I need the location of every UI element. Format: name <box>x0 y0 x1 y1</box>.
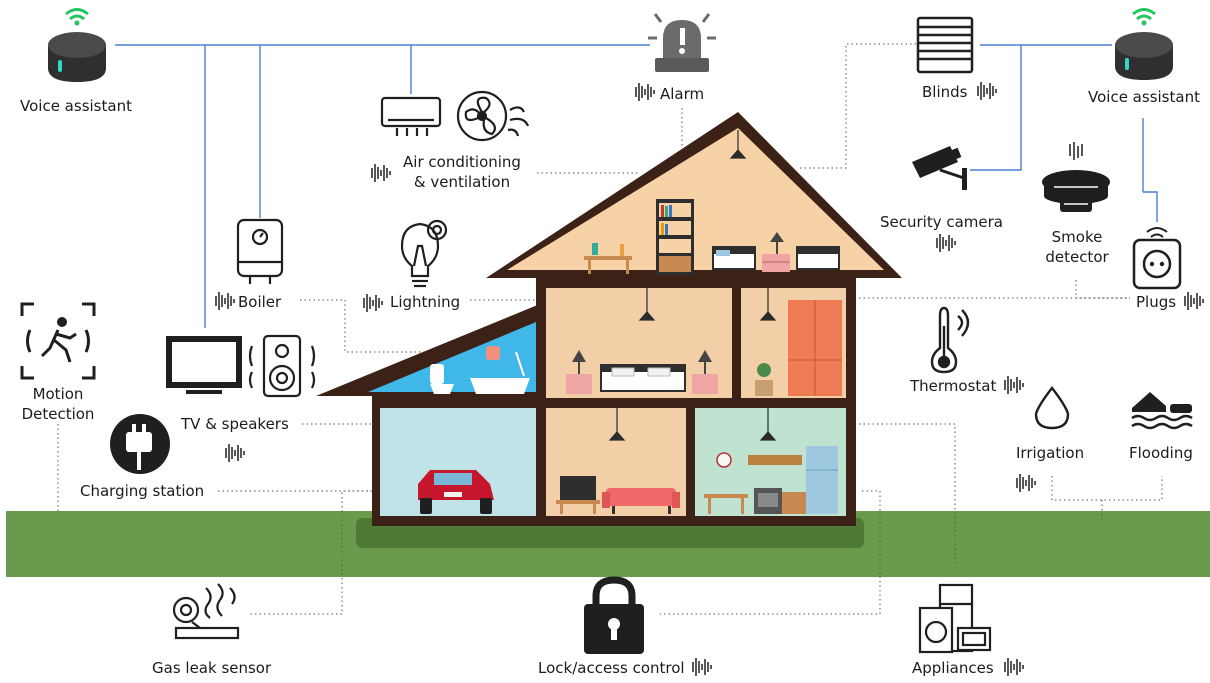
bathroom <box>368 322 536 392</box>
security-camera-icon <box>912 146 967 190</box>
connector-lines-dotted <box>57 43 1163 615</box>
ventilation-fan-icon <box>456 90 530 142</box>
house <box>316 112 902 526</box>
water-drop-icon <box>1034 386 1070 430</box>
lock-access-control-label: Lock/access control <box>538 659 685 677</box>
wardrobe-furniture <box>755 300 842 396</box>
air-conditioning-label-line1: Air conditioning <box>403 153 521 171</box>
attic-furniture <box>584 199 840 275</box>
appliances-icon <box>918 583 992 654</box>
security-camera-label: Security camera <box>880 213 1004 231</box>
alarm-icon <box>648 13 716 72</box>
boiler-icon <box>236 218 284 284</box>
speaker-icon <box>248 334 316 398</box>
motion-detection-label-line1: Motion <box>32 385 84 403</box>
bathroom-fixtures <box>430 346 530 394</box>
gas-leak-icon <box>172 583 240 640</box>
alarm-label: Alarm <box>660 85 705 103</box>
tv-icon <box>166 336 242 394</box>
voice-assistant-label: Voice assistant <box>1088 88 1200 106</box>
motion-detection-label: Motion Detection <box>18 384 98 424</box>
lightning-label: Lightning <box>390 293 461 311</box>
irrigation-label: Irrigation <box>1016 444 1085 462</box>
motion-detection-icon <box>20 302 96 380</box>
blinds-label: Blinds <box>922 83 968 101</box>
smoke-detector-icon <box>1042 142 1110 212</box>
bedroom-furniture <box>566 350 718 394</box>
air-conditioner-icon <box>380 96 442 136</box>
attic-room <box>507 128 884 270</box>
ceiling-lamps <box>608 130 777 441</box>
plugs-label: Plugs <box>1136 293 1177 311</box>
charging-plug-icon <box>110 414 170 474</box>
voice-assistant-icon <box>48 8 106 82</box>
connector-lines-blue <box>115 44 1158 328</box>
appliances-label: Appliances <box>912 659 994 677</box>
kitchen-furniture <box>704 446 838 514</box>
air-conditioning-label: Air conditioning & ventilation <box>395 152 529 192</box>
gas-leak-sensor-label: Gas leak sensor <box>152 659 272 677</box>
tv-speakers-label: TV & speakers <box>181 415 289 433</box>
smart-plug-icon <box>1132 227 1182 290</box>
boiler-label: Boiler <box>238 293 282 311</box>
smoke-detector-label-line1: Smoke <box>1051 228 1103 246</box>
air-conditioning-label-line2: & ventilation <box>413 173 511 191</box>
smoke-detector-label-line2: detector <box>1045 248 1109 266</box>
voice-assistant-label: Voice assistant <box>20 97 132 115</box>
voice-assistant-icon <box>1115 8 1173 80</box>
blinds-icon <box>916 16 974 74</box>
motion-detection-label-line2: Detection <box>21 405 95 423</box>
smoke-detector-label: Smoke detector <box>1040 227 1114 267</box>
garage-car <box>418 470 494 514</box>
thermostat-label: Thermostat <box>910 377 997 395</box>
charging-station-label: Charging station <box>80 482 205 500</box>
padlock-icon <box>584 576 644 654</box>
flooding-label: Flooding <box>1129 444 1193 462</box>
lightbulb-icon <box>400 219 448 288</box>
living-room-furniture <box>556 476 680 514</box>
flooding-icon <box>1131 392 1193 430</box>
thermometer-icon <box>930 306 970 374</box>
